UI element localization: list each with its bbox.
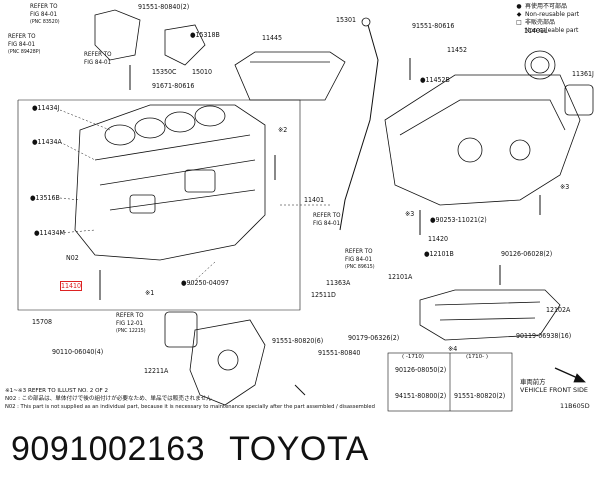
ref-label[interactable]: REFER TO — [30, 3, 58, 10]
part-label[interactable]: 12101A — [388, 273, 413, 281]
part-label[interactable]: 90126-06028(2) — [501, 250, 553, 258]
ref-label: (PNC 12215) — [116, 328, 146, 334]
legend-item: ◆Non-reusable part — [516, 11, 580, 18]
part-label[interactable]: 91551-80820(2) — [454, 392, 506, 400]
ref-label: (PNC 83520) — [30, 19, 60, 25]
ref-label[interactable]: REFER TO — [345, 248, 373, 255]
part-label[interactable]: 91551-80840(2) — [138, 3, 190, 11]
ref-label[interactable]: FIG 12-01 — [116, 320, 144, 327]
part-label[interactable]: 91551-80840 — [318, 349, 361, 357]
legend-item: □非販売部品 — [516, 19, 556, 26]
cylinder-block-shape — [74, 104, 266, 261]
oil-pan-lower-shape — [419, 289, 561, 341]
star-label: ※3 — [560, 183, 570, 191]
note-line: N02 : この部品は、単体付けで後の組付けが必要なため、単品では販売されません — [5, 396, 212, 402]
part-label[interactable]: 15010 — [192, 68, 213, 76]
ref-label[interactable]: REFER TO — [84, 51, 112, 58]
nonreusable-mark-icon: ● — [516, 3, 522, 10]
ref-label[interactable]: FIG 84-01 — [8, 41, 36, 48]
part-label[interactable]: 11401L — [524, 27, 548, 35]
part-label[interactable]: 11452 — [447, 46, 468, 54]
part-caption: 9091002163 TOYOTA — [11, 430, 369, 469]
part-label[interactable]: 91551-80820(6) — [272, 337, 324, 345]
part-label[interactable]: ●90253-11021(2) — [430, 216, 487, 224]
ref-label[interactable]: FIG 84-01 — [30, 11, 58, 18]
ref-label[interactable]: REFER TO — [116, 312, 144, 319]
note-line: N02 : This part is not supplied as an in… — [5, 404, 375, 410]
part-label[interactable]: ●90250-04097 — [181, 279, 229, 287]
part-label[interactable]: 15350C — [152, 68, 177, 76]
part-label[interactable]: ●13516B — [30, 194, 60, 202]
nonsaleable-box-icon: □ — [516, 19, 522, 26]
legend-item: Non-saleable part — [525, 27, 579, 34]
part-label[interactable]: ●12101B — [424, 250, 454, 258]
part-label[interactable]: 11445 — [262, 34, 283, 42]
part-label[interactable]: ●11434J — [32, 104, 60, 112]
part-label[interactable]: 12102A — [546, 306, 571, 314]
part-label[interactable]: 90126-08050(2) — [395, 366, 447, 374]
part-label[interactable]: 15708 — [32, 318, 53, 326]
part-label[interactable]: N02 — [66, 254, 79, 262]
star-label: ※2 — [278, 126, 288, 134]
part-label[interactable]: 90119-06938(16) — [516, 332, 572, 340]
brand-name: TOYOTA — [229, 430, 369, 468]
part-label[interactable]: 94151-80800(2) — [395, 392, 447, 400]
part-label[interactable]: ●11452B — [420, 76, 450, 84]
parts-diagram — [17, 9, 594, 412]
block-frame — [17, 99, 301, 311]
part-label[interactable]: 11361J — [572, 70, 594, 78]
ref-label[interactable]: FIG 84-01 — [84, 59, 112, 66]
part-label[interactable]: 11363A — [326, 279, 351, 287]
part-label[interactable]: ●11434A — [32, 138, 62, 146]
ref-label[interactable]: REFER TO — [313, 212, 341, 219]
highlighted-part-label[interactable]: 11410 — [59, 281, 83, 291]
part-label[interactable]: ●15318B — [190, 31, 220, 39]
part-label[interactable]: 91551-80616 — [412, 22, 455, 30]
ref-label: (PNC 89615) — [345, 264, 375, 270]
legend-item: ●再使用不可部品 — [516, 3, 568, 10]
part-label[interactable]: ●11434M — [34, 229, 65, 237]
ref-label[interactable]: REFER TO — [8, 33, 36, 40]
part-label[interactable]: 11420 — [428, 235, 449, 243]
part-label[interactable]: 90179-06326(2) — [348, 334, 400, 342]
star-label: ※3 — [405, 210, 415, 218]
box-header: ( -1710) — [402, 354, 425, 360]
box-header: (1710- ) — [466, 354, 489, 360]
part-label[interactable]: 11401 — [304, 196, 325, 204]
star-label: ※1 — [145, 289, 155, 297]
part-label[interactable]: 90110-06040(4) — [52, 348, 104, 356]
ref-label[interactable]: FIG 84-01 — [313, 220, 341, 227]
ref-label[interactable]: FIG 84-01 — [345, 256, 373, 263]
oil-pan-upper-shape — [384, 74, 581, 206]
vehicle-front-indicator: 車両前方 VEHICLE FRONT SIDE — [520, 378, 588, 394]
ref-label: (PNC 89428P) — [8, 49, 41, 55]
star-label: ※4 — [448, 345, 458, 353]
part-label[interactable]: 12211A — [144, 367, 169, 375]
part-label[interactable]: 12511D — [311, 291, 336, 299]
nonreusable-diamond-icon: ◆ — [516, 11, 522, 18]
note-line: ※1~※3 REFER TO ILLUST NO. 2 OF 2 — [5, 388, 109, 394]
illustration-number: 11B605D — [560, 402, 590, 410]
part-label[interactable]: 91671-80616 — [152, 82, 195, 90]
part-label[interactable]: 15301 — [336, 16, 357, 24]
part-number: 9091002163 — [11, 430, 206, 468]
